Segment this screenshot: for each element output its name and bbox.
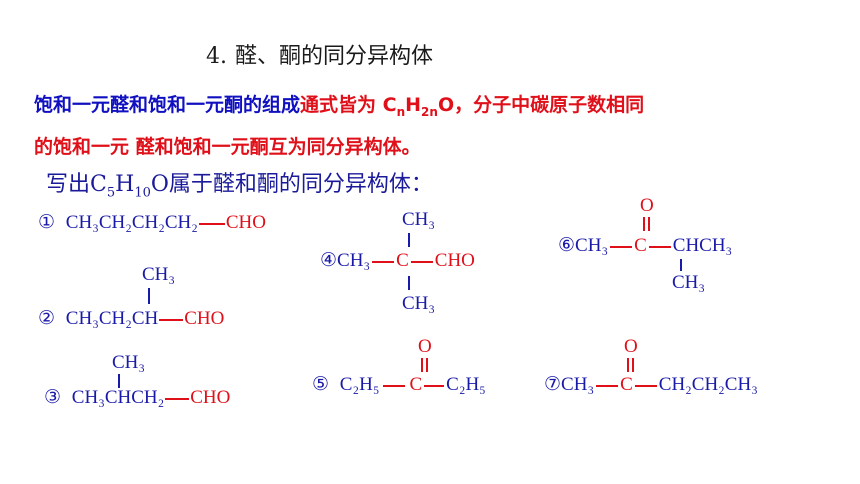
structure-6-oxygen: O <box>640 195 654 216</box>
structure-6-double-bond-a <box>643 217 645 231</box>
prompt-text: 写出C5H10O属于醛和酮的同分异构体： <box>46 172 433 201</box>
paragraph-line-2: 的饱和一元 醛和饱和一元酮互为同分异构体。 <box>34 136 421 158</box>
structure-4-bottom: CH₃ <box>402 293 436 314</box>
paragraph-line-1: 饱和一元醛和饱和一元酮的组成通式皆为 CnH2nO，分子中碳原子数相同 <box>34 90 644 119</box>
structure-6-bond-bottom <box>680 259 682 271</box>
structure-5-oxygen: O <box>418 336 432 357</box>
structure-2-bond <box>148 288 150 304</box>
structure-7-oxygen: O <box>624 336 638 357</box>
structure-4-top: CH₃ <box>402 209 436 230</box>
structure-6-bottom: CH₃ <box>672 272 706 293</box>
title-text: 醛、酮的同分异构体 <box>235 44 434 69</box>
title-number: 4. <box>206 44 227 69</box>
structure-2-top: CH₃ <box>142 264 176 285</box>
structure-4-bond-top <box>408 233 410 247</box>
structure-3-bond <box>118 374 120 388</box>
structure-7-double-bond-b <box>632 358 634 372</box>
structure-6-double-bond-b <box>648 217 650 231</box>
structure-3-top: CH₃ <box>112 352 146 373</box>
structure-5-double-bond-a <box>421 358 423 372</box>
paragraph-blue-text: 饱和一元醛和饱和一元酮的组成 <box>34 94 301 116</box>
structure-4-bond-bottom <box>408 276 410 290</box>
slide-title: 4. 醛、酮的同分异构体 <box>206 38 433 70</box>
formula-text: 通式皆为 CnH2nO，分子中碳原子数相同 <box>300 94 645 119</box>
structure-5-double-bond-b <box>426 358 428 372</box>
structure-7-double-bond-a <box>627 358 629 372</box>
